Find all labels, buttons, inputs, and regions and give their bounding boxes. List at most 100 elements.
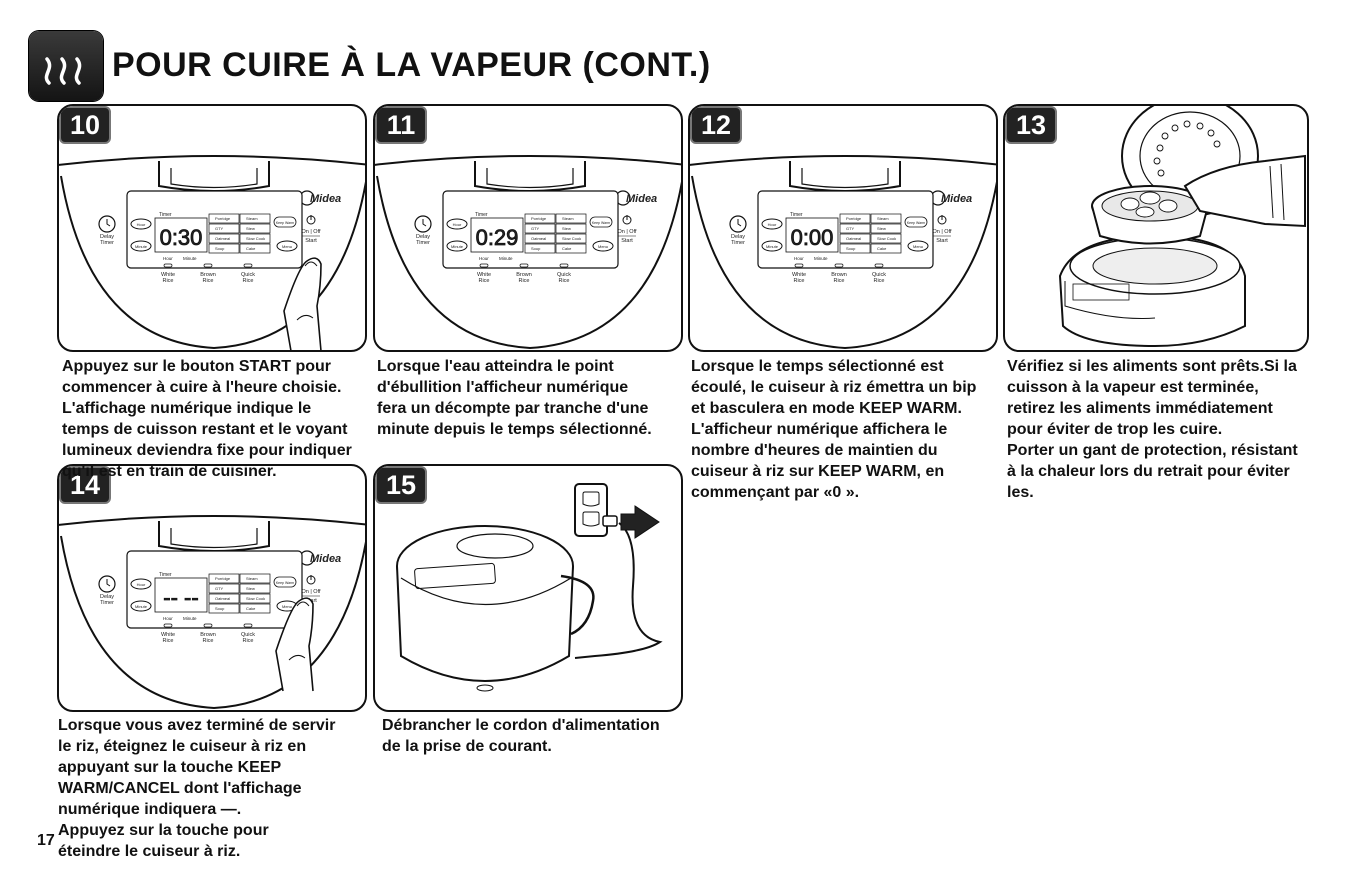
hour-button[interactable] [446, 218, 468, 230]
program-slow-cook: Slow Cook [562, 236, 581, 241]
minute-button[interactable] [130, 600, 152, 612]
caption-line: Lorsque le temps sélectionné est [691, 358, 944, 375]
program-oatmeal: Oatmeal [215, 236, 230, 241]
program-cake: Cake [562, 246, 572, 251]
pressing-finger-illustration [275, 597, 314, 692]
step-13-caption: Vérifiez si les aliments sont prêts.Si l… [1007, 356, 1298, 503]
page-number: 17 [37, 832, 55, 849]
program-grid[interactable]: Porridge Steam GTY Stew Oatmeal Slow Coo… [208, 573, 271, 614]
minute-button[interactable] [446, 240, 468, 252]
program-porridge: Porridge [846, 216, 862, 221]
keep-warm-button[interactable] [589, 216, 613, 228]
unplug-cooker-illustration [396, 483, 663, 692]
oven-glove-illustration [1183, 154, 1306, 228]
hour-button[interactable] [130, 578, 152, 590]
minute-label: Minute [814, 256, 828, 261]
alarm-clock-icon [98, 575, 116, 593]
quick-rice-2: Rice [242, 278, 253, 284]
keep-warm-button[interactable] [273, 216, 297, 228]
program-grid[interactable]: Porridge Steam GTY Stew Oatmeal Slow Coo… [524, 213, 587, 254]
step-number: 15 [375, 466, 427, 504]
program-grid[interactable]: Porridge Steam GTY Stew Oatmeal Slow Coo… [208, 213, 271, 254]
digital-display [154, 217, 208, 253]
menu-button[interactable] [907, 240, 929, 252]
rice-buttons[interactable]: White Rice Brown Rice Quick Rice [161, 263, 255, 284]
power-icon [937, 215, 947, 225]
display-digits: 0:29 [476, 225, 519, 250]
digital-display [154, 577, 208, 613]
brand-text: Midea [310, 193, 341, 205]
caption-line: commençant par «0 ». [691, 484, 860, 501]
plug-icon [602, 515, 618, 527]
minute-button[interactable] [761, 240, 783, 252]
program-stew: Stew [562, 226, 571, 231]
caption-line: lumineux deviendra fixe pour indiquer [62, 442, 352, 459]
program-slow-cook: Slow Cook [877, 236, 896, 241]
menu-button[interactable] [592, 240, 614, 252]
caption-line: commencer à cuire à l'heure choisie. [62, 379, 342, 396]
caption-line: appuyant sur la touche KEEP [58, 759, 282, 776]
menu-label: Menu [598, 244, 608, 249]
digital-display [470, 217, 524, 253]
program-porridge: Porridge [215, 576, 231, 581]
menu-button[interactable] [276, 240, 298, 252]
step-14-illustration: Midea Delay Timer Hour Minute -- -- Time… [57, 464, 367, 712]
on-off-label: On | Off [301, 589, 321, 595]
on-off-label: On | Off [301, 229, 321, 235]
brown-rice-1: Brown [831, 272, 847, 278]
delay-label-2: Timer [100, 600, 114, 606]
brand-logo: Midea [299, 550, 341, 566]
pressing-finger-illustration [283, 257, 322, 350]
minute-label: Minute [499, 256, 513, 261]
hour-button[interactable] [761, 218, 783, 230]
step-11-illustration: Midea Delay Timer Hour Minute 0:29 Timer… [373, 104, 683, 352]
brown-rice-2: Rice [202, 278, 213, 284]
start-label: Start [621, 238, 633, 244]
alarm-clock-icon [414, 215, 432, 233]
program-gty: GTY [531, 226, 540, 231]
display-digits: -- -- [163, 585, 198, 610]
start-label: Start [305, 238, 317, 244]
hour-button-label: Hour [768, 222, 777, 227]
quick-rice-1: Quick [872, 272, 886, 278]
delay-label-1: Delay [100, 594, 114, 600]
cooker-open-lid-illustration [1058, 106, 1306, 348]
caption-line: temps de cuisson restant et le voyant [62, 421, 348, 438]
keep-warm-button[interactable] [904, 216, 928, 228]
brown-rice-2: Rice [202, 638, 213, 644]
minute-button[interactable] [130, 240, 152, 252]
program-gty: GTY [846, 226, 855, 231]
program-grid[interactable]: Porridge Steam GTY Stew Oatmeal Slow Coo… [839, 213, 902, 254]
white-rice-2: Rice [162, 638, 173, 644]
program-stew: Stew [877, 226, 886, 231]
rice-buttons[interactable]: White Rice Brown Rice Quick Rice [477, 263, 571, 284]
step-number: 10 [59, 106, 111, 144]
program-stew: Stew [246, 226, 255, 231]
caption-line: de la prise de courant. [382, 738, 552, 755]
minute-label: Minute [183, 256, 197, 261]
step-number: 13 [1005, 106, 1057, 144]
rice-buttons[interactable]: White Rice Brown Rice Quick Rice [161, 623, 255, 644]
delay-label-1: Delay [731, 234, 745, 240]
digital-display [785, 217, 839, 253]
caption-line: WARM/CANCEL dont l'affichage [58, 780, 302, 797]
white-rice-2: Rice [478, 278, 489, 284]
hour-button[interactable] [130, 218, 152, 230]
steam-icon [29, 31, 103, 101]
rice-buttons[interactable]: White Rice Brown Rice Quick Rice [792, 263, 886, 284]
start-label: Start [936, 238, 948, 244]
caption-line: fera un décompte par tranche d'une [377, 400, 649, 417]
delay-label-2: Timer [100, 240, 114, 246]
caption-line: écoulé, le cuiseur à riz émettra un bip [691, 379, 977, 396]
program-soup: Soup [846, 246, 856, 251]
program-porridge: Porridge [531, 216, 547, 221]
step-12-caption: Lorsque le temps sélectionné est écoulé, … [691, 356, 976, 503]
minute-button-label: Minute [135, 604, 148, 609]
caption-line: L'affichage numérique indique le [62, 400, 312, 417]
minute-label: Minute [183, 616, 197, 621]
caption-line: numérique indiquera —. [58, 801, 242, 818]
brown-rice-1: Brown [200, 632, 216, 638]
keep-warm-button[interactable] [273, 576, 297, 588]
step-number: 14 [59, 466, 111, 504]
